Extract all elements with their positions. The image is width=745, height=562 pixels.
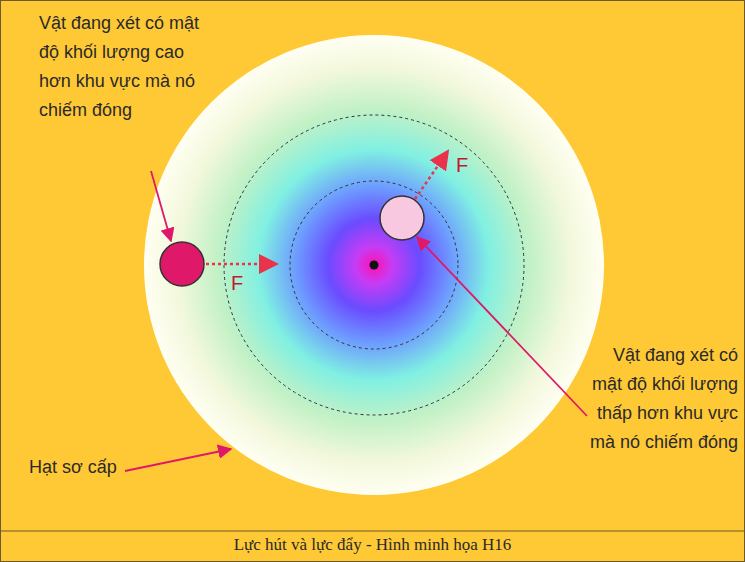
elementary-particle <box>144 35 604 495</box>
dashed-orbit <box>290 181 458 349</box>
force-label: F <box>231 269 261 298</box>
callout-text: Vật đang xét có mật độ khối lượng cao hơ… <box>39 9 204 125</box>
callout-text: Vật đang xét có mật độ khối lượng thấp h… <box>578 341 738 457</box>
force-label: F <box>456 151 486 180</box>
part-label: Hạt sơ cấp <box>29 453 139 482</box>
leader-line <box>151 171 171 241</box>
light-body <box>380 196 424 240</box>
caption: Lực hút và lực đẩy - Hình minh họa H16 <box>1 534 744 556</box>
leader-line <box>125 449 231 471</box>
force-arrow <box>206 263 277 266</box>
caption-rule <box>1 530 744 531</box>
force-arrow <box>415 151 448 199</box>
center-dot <box>370 261 379 270</box>
dense-body <box>160 242 204 286</box>
leader-line <box>417 237 587 416</box>
